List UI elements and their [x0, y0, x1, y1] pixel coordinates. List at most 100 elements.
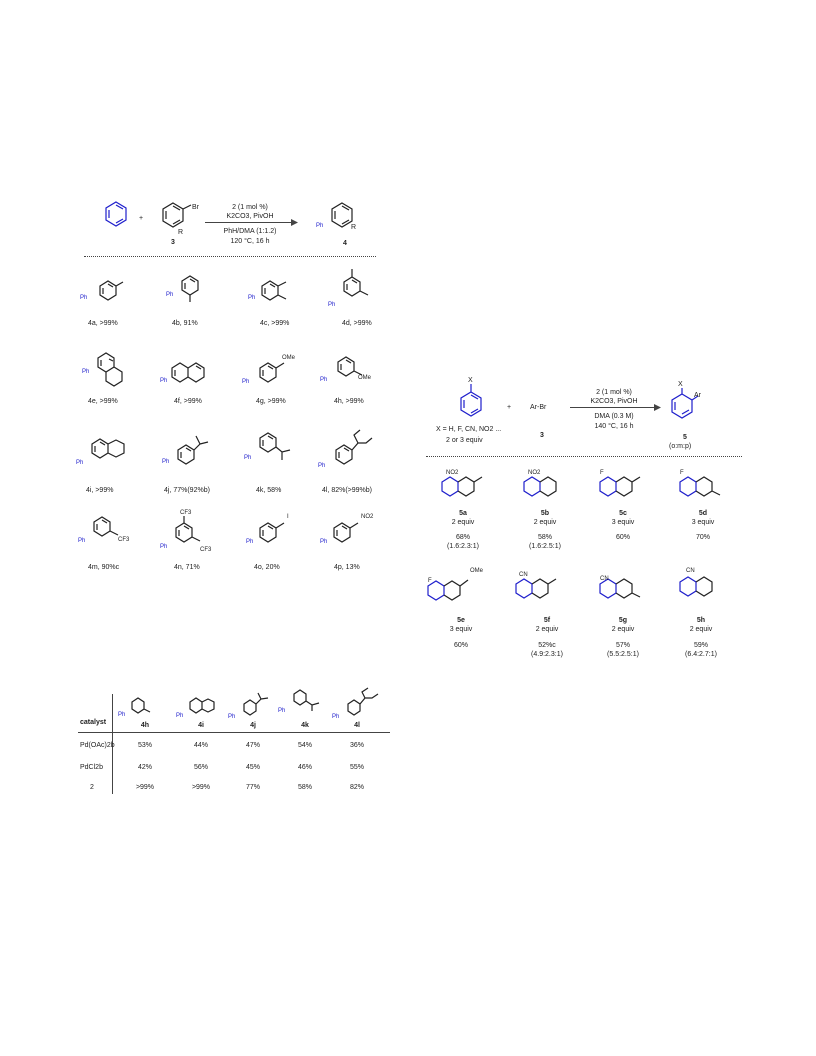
structure-5g: [599, 578, 641, 599]
reagent-label-2: 3: [540, 432, 544, 439]
structure-5d: [679, 476, 721, 497]
structure-4e: [97, 352, 123, 387]
structure-5f: [515, 578, 557, 599]
table-row-3-catalyst: 2: [90, 784, 94, 791]
plus-sign: +: [139, 215, 144, 222]
table-ph-4l: Ph: [332, 714, 340, 720]
structure-4b: [181, 275, 199, 302]
label-4k: 4k, 58%: [256, 487, 282, 494]
ratio-5h: (6.4:2.7:1): [685, 651, 717, 658]
table-structure-4h: [131, 697, 151, 714]
label-4h: 4h, >99%: [334, 398, 364, 405]
f-5d: F: [680, 470, 684, 476]
table-row-1-4l: 36%: [349, 742, 364, 749]
divider: [84, 256, 376, 257]
yield-5b: 58%: [537, 534, 552, 541]
label-4d: 4d, >99%: [342, 320, 372, 327]
yield-5d: 70%: [695, 534, 710, 541]
reagent-label: 3: [171, 239, 175, 246]
table-ph-4k: Ph: [278, 708, 286, 714]
structure-4m: [93, 516, 119, 537]
ph-4b: Ph: [166, 292, 174, 298]
no2-5b: NO2: [528, 470, 541, 476]
label-4o: 4o, 20%: [254, 564, 280, 571]
bromo-label: Br: [192, 204, 199, 211]
aryl-bromide: Ar-Br: [530, 404, 547, 411]
ph-4f: Ph: [160, 378, 168, 384]
ph-4m: Ph: [78, 538, 86, 544]
label-4a: 4a, >99%: [88, 320, 118, 327]
condition2-line-1: 2 (1 mol %): [596, 389, 632, 396]
f-5e: F: [428, 578, 432, 584]
structure-4d: [343, 269, 369, 297]
structure-4c: [261, 280, 287, 301]
cn-5f: CN: [519, 572, 528, 578]
iodo-4o: I: [287, 514, 289, 520]
table-ph-4i: Ph: [176, 713, 184, 719]
structure-4f: [171, 362, 205, 383]
label-4c: 4c, >99%: [260, 320, 290, 327]
table-row-1-4k: 54%: [297, 742, 312, 749]
table-row-3-4j: 77%: [245, 784, 260, 791]
label-4p: 4p, 13%: [334, 564, 360, 571]
id-5f: 5f: [543, 617, 551, 624]
table-row-2-4i: 56%: [193, 764, 208, 771]
ph-4c: Ph: [248, 295, 256, 301]
id-5g: 5g: [618, 617, 628, 624]
cn-5h: CN: [686, 568, 695, 574]
label-4i: 4i, >99%: [86, 487, 114, 494]
structure-4l: [335, 429, 373, 465]
ph-4j: Ph: [162, 459, 170, 465]
product-ar-label: Ar: [694, 392, 701, 399]
structure-4p: [333, 522, 359, 543]
arene-structure: [460, 384, 482, 417]
structure-4j: [177, 435, 209, 465]
equiv-5e: 3 equiv: [449, 626, 473, 633]
table-structure-4j: [243, 692, 269, 716]
label-4f: 4f, >99%: [174, 398, 202, 405]
yield-5h: 59%: [693, 642, 708, 649]
ph-4a: Ph: [80, 295, 88, 301]
table-col-4k: 4k: [301, 722, 309, 729]
table-structure-4k: [293, 689, 320, 711]
id-5e: 5e: [457, 617, 465, 624]
table-ph-4h: Ph: [118, 712, 126, 718]
cf3-4m: CF3: [118, 537, 130, 543]
ph-4k: Ph: [244, 455, 252, 461]
condition-line-2: K2CO3, PivOH: [226, 213, 274, 220]
benzene-structure: [105, 201, 127, 227]
product-5-structure: [671, 388, 699, 419]
equiv-5a: 2 equiv: [451, 519, 475, 526]
no2-5a: NO2: [446, 470, 459, 476]
table-ph-4j: Ph: [228, 714, 236, 720]
table-row-2-catalyst: PdCl2b: [80, 764, 103, 771]
table-col-4h: 4h: [140, 722, 150, 729]
equiv-5b: 2 equiv: [533, 519, 557, 526]
ph-4h: Ph: [320, 377, 328, 383]
ratio-5g: (5.5:2.5:1): [607, 651, 639, 658]
table-col-4l: 4l: [354, 722, 360, 729]
ome-4g: OMe: [282, 355, 296, 361]
structure-5a: [441, 476, 483, 497]
ph-4i: Ph: [76, 460, 84, 466]
table-col-4j: 4j: [250, 722, 256, 729]
equiv-label: 2 or 3 equiv: [446, 437, 483, 444]
label-4n: 4n, 71%: [174, 564, 200, 571]
table-row-2-4k: 46%: [297, 764, 312, 771]
table-row-2-4j: 45%: [245, 764, 260, 771]
ratio-5b: (1.6:2.5:1): [529, 543, 561, 550]
condition2-line-4: 140 °C, 16 h: [594, 423, 634, 430]
ph-4n: Ph: [160, 544, 168, 550]
id-5a: 5a: [459, 510, 467, 517]
ratio-5f: (4.9:2.3:1): [531, 651, 563, 658]
table-header-catalyst: catalyst: [80, 719, 107, 726]
ph-4l: Ph: [318, 463, 326, 469]
ph-label: Ph: [316, 223, 324, 229]
ome-5e: OMe: [470, 568, 484, 574]
yield-5f: 52%c: [538, 642, 556, 649]
table-structure-4i: [189, 697, 215, 714]
product-ratio-note: (o:m:p): [669, 443, 692, 450]
structure-4i: [91, 438, 125, 459]
yield-5a: 68%: [455, 534, 470, 541]
condition-line-1: 2 (1 mol %): [232, 204, 268, 211]
